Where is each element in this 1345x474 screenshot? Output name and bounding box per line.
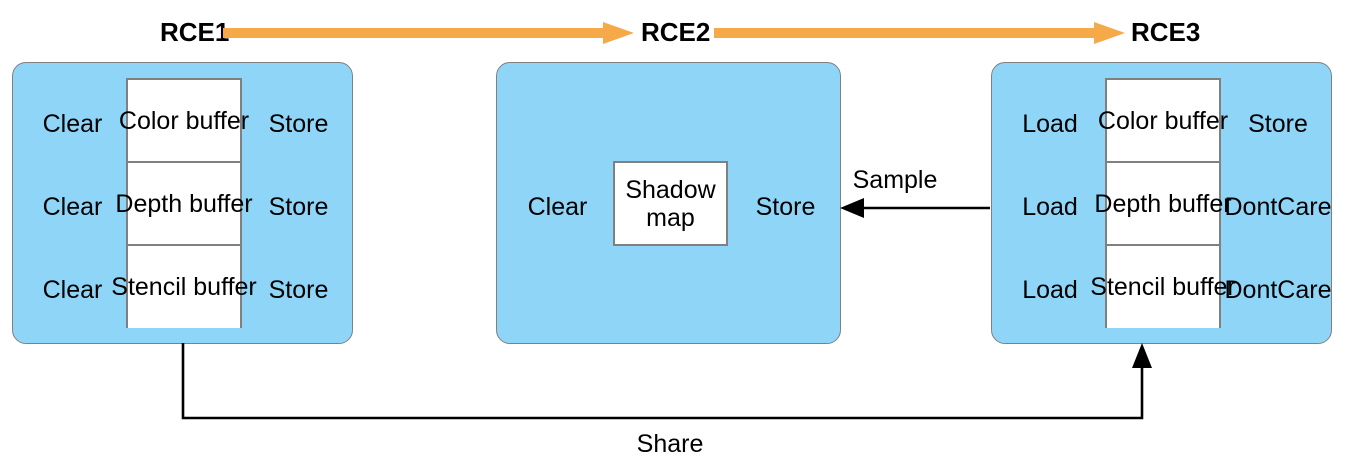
attachment-rce3-stencil-line2: buffer <box>1172 273 1236 301</box>
load-op-rce3-depth: Load <box>1022 192 1078 221</box>
attachment-rce3-depth-line2: buffer <box>1168 189 1232 218</box>
attachment-rce3-stencil[interactable]: Stencil buffer <box>1090 246 1236 328</box>
load-op-rce3-color: Load <box>1022 109 1078 138</box>
attachment-rce3-color-line2: buffer <box>1164 106 1229 135</box>
attachment-rce3-stencil-line1: Stencil <box>1090 273 1166 301</box>
load-op-rce1-stencil: Clear <box>42 275 103 304</box>
attachment-rce1-stencil-line2: buffer <box>193 273 257 301</box>
attachment-rce1-stencil[interactable]: Stencil buffer <box>111 246 257 328</box>
load-op-rce3-stencil: Load <box>1022 275 1078 304</box>
attachment-rce1-color-line1: Color <box>118 106 179 135</box>
store-op-rce1-depth: Store <box>268 192 329 221</box>
attachment-rce1-depth-line1: Depth <box>115 189 183 218</box>
store-op-rce1-color: Store <box>268 109 329 138</box>
store-op-rce3-color: Store <box>1248 109 1308 138</box>
load-op-rce2-shadow: Clear <box>527 192 588 221</box>
connector-label-share: Share <box>636 430 704 458</box>
attachment-rce1-depth[interactable]: Depth buffer <box>115 163 253 246</box>
load-op-rce1-depth: Clear <box>42 192 103 221</box>
store-op-rce2-shadow: Store <box>755 192 816 221</box>
connector-label-sample: Sample <box>852 166 938 194</box>
flow-arrow-rce1-to-rce2-icon <box>223 22 634 44</box>
store-op-rce3-stencil: DontCare <box>1224 275 1332 304</box>
attachment-rce3-depth-line1: Depth <box>1094 189 1162 218</box>
attachment-rce1-color-line2: buffer <box>185 106 250 135</box>
pass-title-rce2: RCE2 <box>641 17 711 47</box>
attachment-stack-rce3: Color buffer Depth buffer Stencil buffer <box>1090 78 1236 328</box>
attachment-rce2-shadow-map[interactable]: Shadow map <box>613 161 728 246</box>
store-op-rce3-depth: DontCare <box>1224 192 1332 221</box>
attachment-rce3-color[interactable]: Color buffer <box>1098 80 1228 163</box>
attachment-rce3-depth[interactable]: Depth buffer <box>1094 163 1232 246</box>
connector-share-line <box>181 343 1144 420</box>
store-op-rce1-stencil: Store <box>268 275 329 304</box>
flow-arrow-rce2-to-rce3-icon <box>714 22 1125 44</box>
attachment-rce3-color-line1: Color <box>1097 106 1158 135</box>
attachment-stack-rce1: Color buffer Depth buffer Stencil buffer <box>111 78 257 328</box>
pass-title-rce1: RCE1 <box>160 17 230 47</box>
attachment-rce1-stencil-line1: Stencil <box>111 273 187 301</box>
attachment-rce2-shadow-map-line1: Shadow <box>625 175 716 204</box>
load-op-rce1-color: Clear <box>42 109 103 138</box>
pass-title-rce3: RCE3 <box>1131 17 1201 47</box>
attachment-rce1-color[interactable]: Color buffer <box>119 80 249 163</box>
attachment-rce1-depth-line2: buffer <box>189 189 253 218</box>
connector-sample-arrowhead-icon <box>840 198 864 218</box>
connector-share-arrowhead-icon <box>1132 343 1152 368</box>
attachment-rce2-shadow-map-line2: map <box>646 203 695 232</box>
